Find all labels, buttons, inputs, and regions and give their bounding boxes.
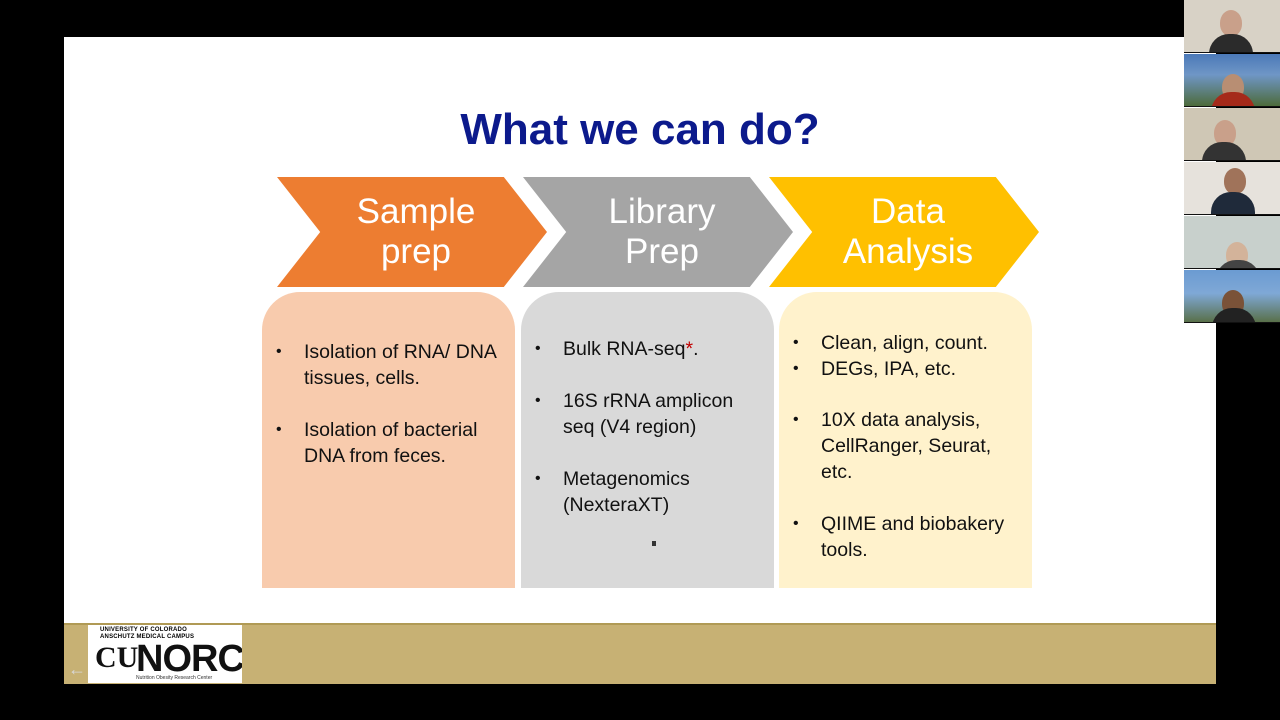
bullet-dot: • xyxy=(535,470,541,487)
participant-video-tile[interactable] xyxy=(1184,162,1280,215)
list-item-text: Isolation of bacterial DNA from feces. xyxy=(304,419,478,467)
participant-video-tile[interactable] xyxy=(1184,0,1280,53)
asterisk-mark: * xyxy=(685,338,694,360)
presentation-slide: What we can do? Sample prep Library Prep… xyxy=(64,37,1216,684)
logo-university-line2: ANSCHUTZ MEDICAL CAMPUS xyxy=(100,634,195,640)
logo-university-text: UNIVERSITY OF COLORADO ANSCHUTZ MEDICAL … xyxy=(100,627,194,641)
chevron-data-analysis: Data Analysis xyxy=(769,177,1039,287)
logo-university-line1: UNIVERSITY OF COLORADO xyxy=(100,627,187,633)
list-item-text: Isolation of RNA/ DNA tissues, cells. xyxy=(304,341,496,389)
panel-data-analysis: • Clean, align, count. • DEGs, IPA, etc.… xyxy=(779,292,1032,588)
norc-logo: UNIVERSITY OF COLORADO ANSCHUTZ MEDICAL … xyxy=(88,625,242,683)
logo-norc-text: NORC xyxy=(136,638,242,680)
participant-video-tile[interactable] xyxy=(1184,54,1280,107)
chevron-label-line2: Analysis xyxy=(842,232,974,271)
chevron-library-prep: Library Prep xyxy=(523,177,793,287)
participant-video-tile[interactable] xyxy=(1184,270,1280,323)
participant-body xyxy=(1202,142,1246,160)
list-item-text: QIIME and biobakery tools. xyxy=(821,513,1005,561)
list-item: • Clean, align, count. xyxy=(793,330,1021,356)
bullet-dot: • xyxy=(793,515,799,532)
cu-logo-icon: CU xyxy=(95,641,139,674)
list-item: • DEGs, IPA, etc. xyxy=(793,356,1021,382)
participant-body xyxy=(1209,34,1253,52)
list-item-text: DEGs, IPA, etc. xyxy=(821,358,957,380)
list-item-text: Bulk RNA-seq xyxy=(563,338,686,360)
list-item: • Bulk RNA-seq*. xyxy=(535,336,763,362)
chevron-label: Library Prep xyxy=(523,192,793,272)
chevron-label-line2: prep xyxy=(380,232,452,271)
list-item: • Isolation of RNA/ DNA tissues, cells. xyxy=(276,339,504,391)
chevron-sample-prep: Sample prep xyxy=(277,177,547,287)
participant-avatar xyxy=(1220,10,1242,36)
list-item: • Metagenomics (NexteraXT) xyxy=(535,466,763,518)
participant-video-tile[interactable] xyxy=(1184,216,1280,269)
list-item: • 10X data analysis, CellRanger, Seurat,… xyxy=(793,407,1021,485)
slide-footer-bar xyxy=(64,623,1216,684)
chevron-label-line1: Library xyxy=(608,192,716,231)
chevron-label-line1: Data xyxy=(871,192,945,231)
participant-avatar xyxy=(1224,168,1246,194)
chevron-label-line1: Sample xyxy=(356,192,476,231)
list-item: • 16S rRNA amplicon seq (V4 region) xyxy=(535,388,763,440)
participant-body xyxy=(1216,260,1260,268)
slide-title: What we can do? xyxy=(460,105,820,154)
logo-subtitle: Nutrition Obesity Research Center xyxy=(136,675,213,681)
participant-body xyxy=(1212,308,1256,322)
bullet-dot: • xyxy=(535,340,541,357)
list-item-text: 10X data analysis, CellRanger, Seurat, e… xyxy=(821,409,992,483)
bullet-dot: • xyxy=(535,392,541,409)
participant-video-strip xyxy=(1184,0,1280,324)
bullet-dot: • xyxy=(793,411,799,428)
list-item-end: . xyxy=(693,338,699,360)
participant-avatar xyxy=(1214,120,1236,146)
list-item: • QIIME and biobakery tools. xyxy=(793,511,1021,563)
participant-video-tile[interactable] xyxy=(1184,108,1280,161)
participant-body xyxy=(1211,92,1255,106)
previous-slide-arrow-icon[interactable]: ← xyxy=(68,659,86,679)
chevron-label-line2: Prep xyxy=(625,232,699,271)
participant-body xyxy=(1211,192,1255,214)
chevron-label: Data Analysis xyxy=(769,192,1039,272)
chevron-label: Sample prep xyxy=(277,192,547,272)
bullet-dot: • xyxy=(276,343,282,360)
list-item-text: Clean, align, count. xyxy=(821,332,988,354)
bullet-dot: • xyxy=(276,421,282,438)
list-item-text: 16S rRNA amplicon seq (V4 region) xyxy=(563,390,734,438)
bullet-dot: • xyxy=(793,360,799,377)
list-item: • Isolation of bacterial DNA from feces. xyxy=(276,417,504,469)
list-item-text: Metagenomics (NexteraXT) xyxy=(563,468,690,516)
panel-sample-prep: • Isolation of RNA/ DNA tissues, cells. … xyxy=(262,292,515,588)
mouse-pointer-icon xyxy=(652,541,656,546)
panel-library-prep: • Bulk RNA-seq*. • 16S rRNA amplicon seq… xyxy=(521,292,774,588)
bullet-dot: • xyxy=(793,334,799,351)
